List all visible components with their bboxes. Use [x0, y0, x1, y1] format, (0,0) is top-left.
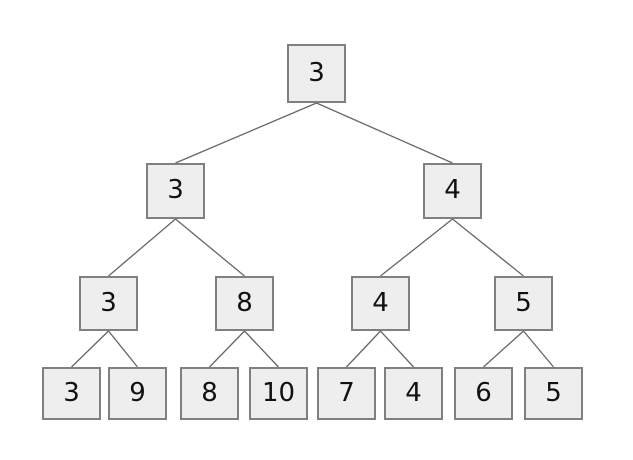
tree-edge	[380, 218, 453, 277]
tree-edge	[175, 102, 317, 164]
tree-node-label: 3	[167, 175, 184, 205]
tree-node-label: 7	[338, 377, 355, 408]
tree-node[interactable]: 4	[351, 276, 410, 331]
tree-node-label: 9	[129, 377, 146, 408]
tree-edge	[346, 330, 381, 368]
tree-edge	[380, 330, 414, 368]
tree-node[interactable]: 8	[215, 276, 274, 331]
tree-node[interactable]: 5	[494, 276, 553, 331]
tree-edge	[244, 330, 279, 368]
tree-node-label: 3	[100, 287, 117, 318]
tree-node[interactable]: 8	[180, 367, 239, 420]
tree-node-label: 4	[444, 175, 461, 205]
tree-node[interactable]: 3	[42, 367, 101, 420]
tree-node[interactable]: 5	[524, 367, 583, 420]
tree-node[interactable]: 3	[287, 44, 346, 103]
tree-node-label: 3	[308, 57, 325, 88]
tree-node-label: 10	[261, 377, 296, 408]
tree-edge	[175, 218, 245, 277]
tree-node-label: 4	[372, 287, 389, 318]
tree-edge	[523, 330, 554, 368]
tree-node[interactable]: 3	[146, 163, 205, 219]
tree-edge	[316, 102, 453, 164]
tree-edge	[107, 330, 139, 368]
tree-edge	[108, 218, 176, 277]
tree-edge	[452, 218, 524, 277]
tree-node[interactable]: 7	[317, 367, 376, 420]
tree-node-label: 8	[201, 377, 218, 408]
tree-node-label: 3	[63, 377, 80, 408]
tree-node[interactable]: 10	[249, 367, 308, 420]
tree-edge	[209, 330, 245, 368]
tree-node[interactable]: 3	[79, 276, 138, 331]
tree-node-label: 4	[405, 377, 422, 408]
tree-node[interactable]: 4	[384, 367, 443, 420]
tree-node-label: 5	[515, 287, 532, 318]
tree-node-label: 8	[236, 287, 253, 318]
tree-node-label: 6	[475, 377, 492, 408]
tree-node[interactable]: 9	[108, 367, 167, 420]
tree-node-label: 5	[545, 377, 562, 408]
tree-node[interactable]: 6	[454, 367, 513, 420]
tree-node[interactable]: 4	[423, 163, 482, 219]
tree-edge	[483, 330, 524, 368]
tree-edge	[71, 330, 109, 368]
